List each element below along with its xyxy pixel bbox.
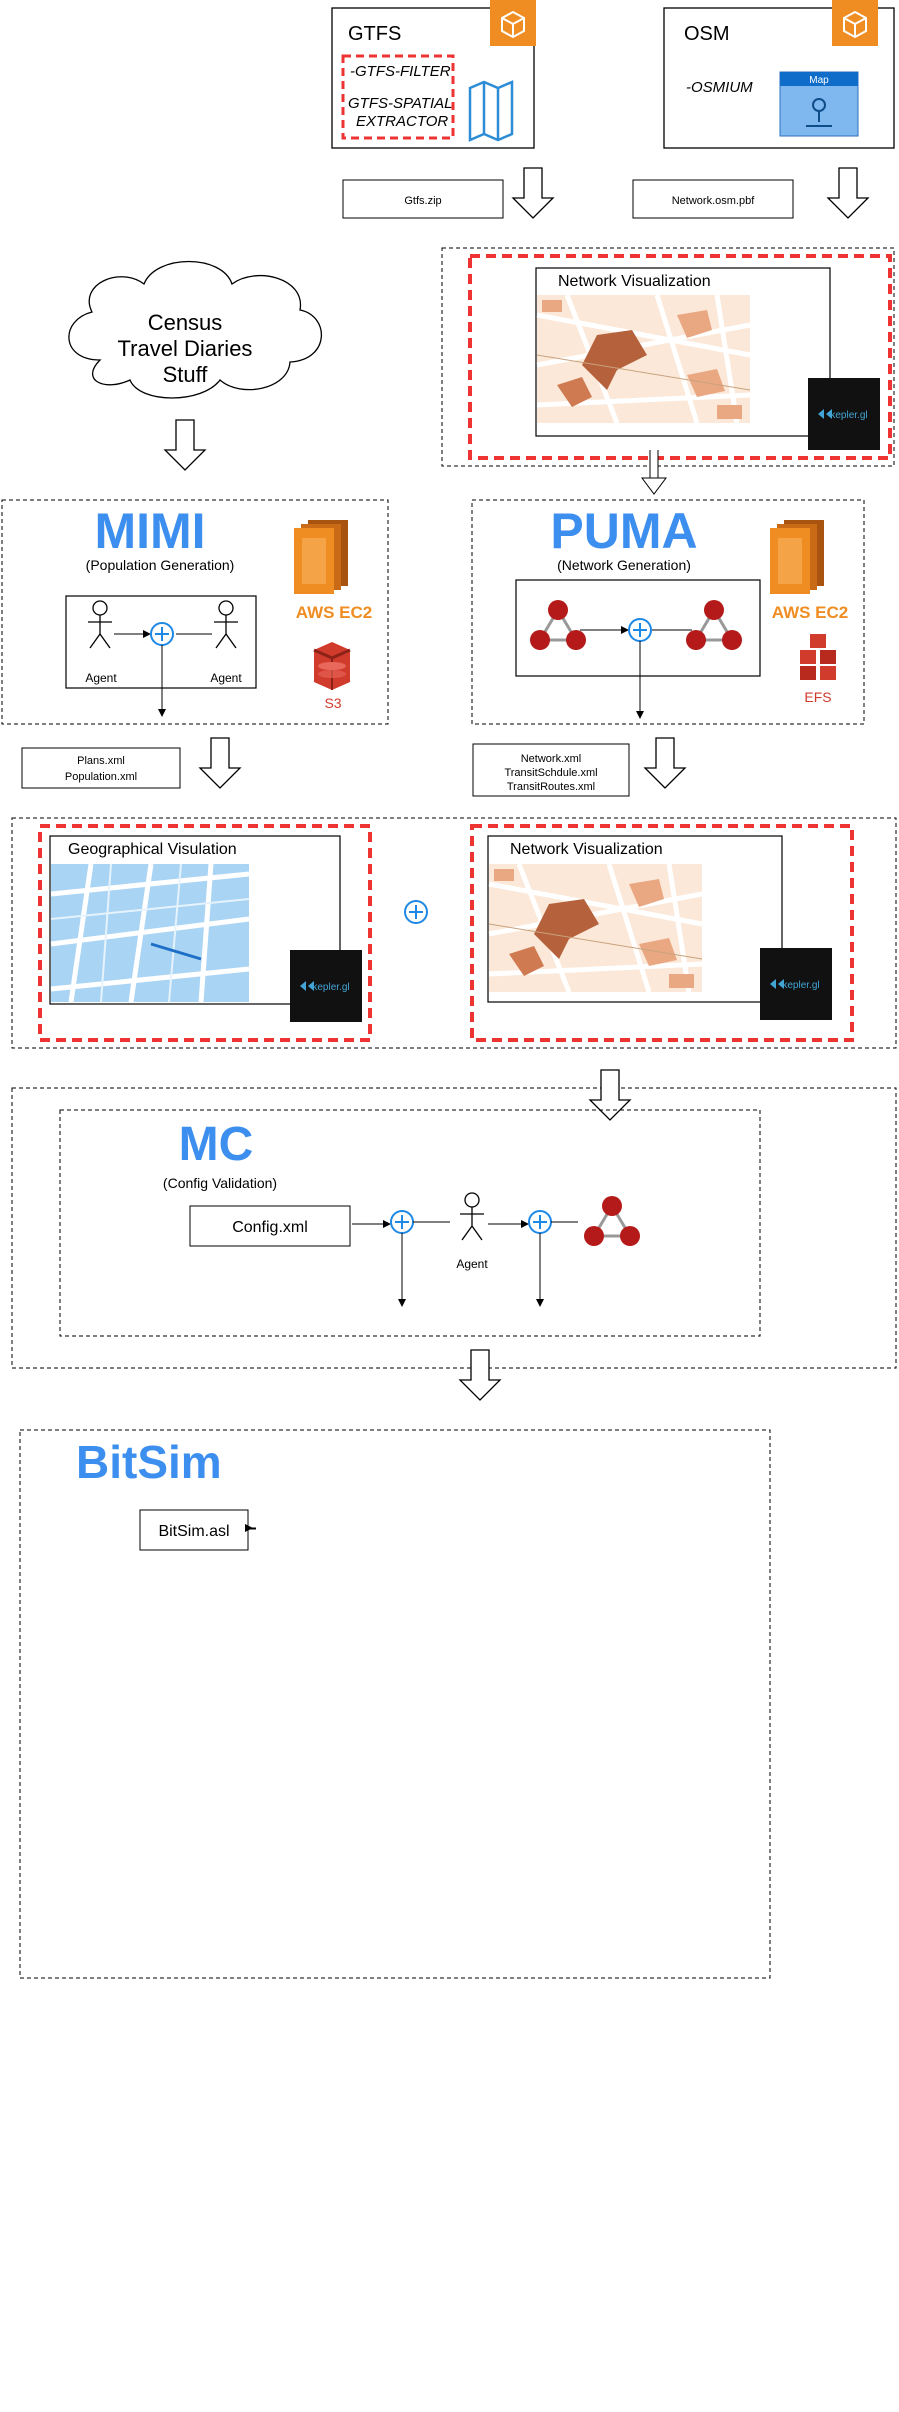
down-arrow xyxy=(199,737,241,789)
street-map-image xyxy=(537,295,750,423)
bitsim-asl-label: BitSim.asl xyxy=(158,1523,229,1540)
bitsim-section: BitSim BitSim.asl xyxy=(19,1429,771,1979)
transit-routes-label: TransitRoutes.xml xyxy=(507,781,595,793)
down-arrow xyxy=(589,1069,631,1121)
plans-population-file: Plans.xml Population.xml xyxy=(21,747,181,789)
visualization-section: Geographical Visulation kepler.gl Networ… xyxy=(11,817,897,1049)
aws-compute-icon xyxy=(489,0,537,47)
population-label: Population.xml xyxy=(65,771,137,783)
mimi-ec2-label: AWS EC2 xyxy=(296,603,373,622)
osmium-label: -OSMIUM xyxy=(686,79,753,96)
network-nodes-icon xyxy=(582,1194,642,1248)
merge-icon xyxy=(390,1210,414,1234)
mc-subtitle: (Config Validation) xyxy=(163,1175,277,1191)
gtfs-title: GTFS xyxy=(348,23,401,45)
efs-icon xyxy=(800,634,836,680)
mc-title: MC xyxy=(179,1118,254,1171)
kepler-logo: kepler.gl xyxy=(290,950,362,1022)
mimi-subtitle: (Population Generation) xyxy=(86,557,235,573)
census-line-1: Census xyxy=(148,310,223,335)
mimi-agent-right-label: Agent xyxy=(210,671,242,685)
plans-label: Plans.xml xyxy=(77,755,125,767)
merge-icon xyxy=(404,900,428,924)
aws-ec2-icon xyxy=(294,520,348,594)
network-visualization-top: Network Visualization kepler.gl xyxy=(441,247,895,467)
network-pbf-label: Network.osm.pbf xyxy=(672,195,755,207)
merge-icon xyxy=(528,1210,552,1234)
bitsim-title: BitSim xyxy=(76,1436,222,1488)
mimi-agent-left-label: Agent xyxy=(85,671,117,685)
mimi-section: MIMI (Population Generation) Agent Agent… xyxy=(1,499,389,725)
puma-section: PUMA (Network Generation) AWS EC2 EFS xyxy=(471,499,865,725)
census-cloud: Census Travel Diaries Stuff xyxy=(68,260,323,399)
down-arrow xyxy=(459,1349,501,1401)
map-fold-icon xyxy=(468,80,514,142)
geographical-map-image xyxy=(51,864,249,1002)
mimi-title: MIMI xyxy=(94,503,205,559)
kepler-logo: kepler.gl xyxy=(760,948,832,1020)
census-line-2: Travel Diaries xyxy=(118,336,253,361)
network-visualization-title-2: Network Visualization xyxy=(510,841,663,858)
merge-icon xyxy=(150,622,174,646)
kepler-label: kepler.gl xyxy=(312,982,349,993)
osm-box: OSM -OSMIUM Map xyxy=(663,0,895,149)
kepler-label: kepler.gl xyxy=(830,410,867,421)
down-arrow xyxy=(644,737,686,789)
aws-ec2-icon xyxy=(770,520,824,594)
network-pbf-file: Network.osm.pbf xyxy=(632,179,794,219)
mc-agent-label: Agent xyxy=(456,1257,488,1271)
map-icon-label: Map xyxy=(809,75,829,86)
gtfs-filter-label: -GTFS-FILTER xyxy=(350,63,451,80)
kepler-label: kepler.gl xyxy=(782,980,819,991)
puma-title: PUMA xyxy=(550,503,697,559)
street-map-image xyxy=(489,864,702,992)
network-xml-label: Network.xml xyxy=(521,753,582,765)
puma-subtitle: (Network Generation) xyxy=(557,557,691,573)
gtfs-zip-label: Gtfs.zip xyxy=(404,195,441,207)
s3-icon xyxy=(312,640,352,692)
merge-icon xyxy=(628,618,652,642)
gtfs-box: GTFS -GTFS-FILTER GTFS-SPATIAL EXTRACTOR xyxy=(331,0,537,149)
mc-section: MC (Config Validation) Config.xml Agent xyxy=(11,1069,897,1369)
transit-schedule-label: TransitSchdule.xml xyxy=(504,767,597,779)
mimi-s3-label: S3 xyxy=(324,695,341,711)
puma-ec2-label: AWS EC2 xyxy=(772,603,849,622)
gtfs-spatial-label-2: EXTRACTOR xyxy=(356,113,448,130)
agent-icon xyxy=(459,1192,485,1241)
osm-title: OSM xyxy=(684,23,730,45)
census-line-3: Stuff xyxy=(163,362,209,387)
config-file-label: Config.xml xyxy=(232,1219,308,1236)
kepler-logo: kepler.gl xyxy=(808,378,880,450)
aws-compute-icon xyxy=(831,0,879,47)
gtfs-zip-file: Gtfs.zip xyxy=(342,179,504,219)
down-arrow xyxy=(164,419,206,471)
down-arrow xyxy=(827,167,869,219)
geographical-visualization-title: Geographical Visulation xyxy=(68,841,237,858)
down-arrow xyxy=(512,167,554,219)
map-icon: Map xyxy=(779,71,859,137)
gtfs-spatial-label-1: GTFS-SPATIAL xyxy=(348,95,452,112)
network-visualization-title: Network Visualization xyxy=(558,273,711,290)
small-down-arrow xyxy=(641,450,667,495)
network-transit-files: Network.xml TransitSchdule.xml TransitRo… xyxy=(472,743,630,797)
puma-efs-label: EFS xyxy=(804,689,831,705)
